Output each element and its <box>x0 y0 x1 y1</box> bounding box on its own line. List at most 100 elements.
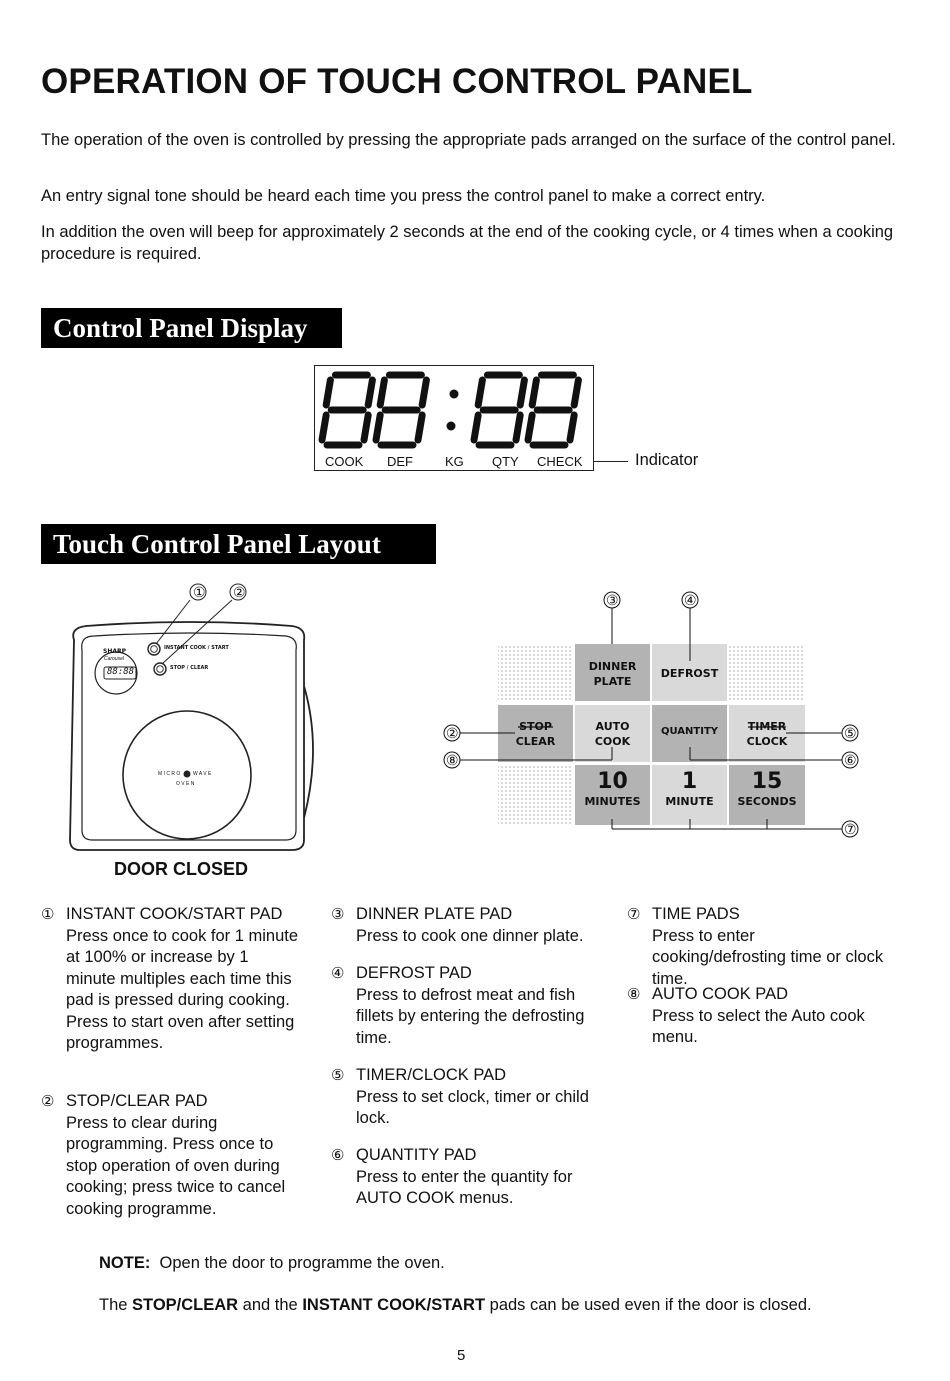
display-segment <box>516 376 528 408</box>
pad-callout-5: ⑤ <box>844 725 857 741</box>
door-closed-caption: DOOR CLOSED <box>114 859 249 879</box>
pad-callout-3: ③ <box>606 592 619 608</box>
display-segment <box>512 411 524 443</box>
indicator-qty: QTY <box>492 454 519 469</box>
description-number: ③ <box>331 906 345 923</box>
intro-paragraph: In addition the oven will beep for appro… <box>41 223 894 263</box>
description-body: Press to set clock, timer or child lock. <box>356 1087 589 1128</box>
indicator-label: Indicator <box>635 451 699 469</box>
description-item: ① INSTANT COOK/START PAD Press once to c… <box>41 904 299 1055</box>
description-item: ⑦ TIME PADS Press to enter cooking/defro… <box>627 904 887 990</box>
description-body: Press to cook one dinner plate. <box>356 926 584 945</box>
description-heading: DEFROST PAD <box>356 964 472 982</box>
section-heading-display: Control Panel Display <box>41 308 342 348</box>
pad-dinner-plate <box>575 644 650 701</box>
display-segment <box>474 376 486 408</box>
pad-grid-diagram <box>443 591 859 838</box>
description-number: ⑦ <box>627 906 641 923</box>
pad-label-15-seconds: 15 SECONDS <box>737 769 797 808</box>
display-segment <box>360 411 372 443</box>
oven-display: 88:88 <box>107 667 135 677</box>
note-line-2: The STOP/CLEAR and the INSTANT COOK/STAR… <box>99 1296 812 1314</box>
pad-callout-6: ⑥ <box>844 752 857 768</box>
description-item: ③ DINNER PLATE PAD Press to cook one din… <box>331 904 591 947</box>
pad-1-minute <box>652 765 727 825</box>
pad-label-10-minutes: 10 MINUTES <box>584 769 641 808</box>
oven-callout-1: ① <box>193 584 206 600</box>
seven-segment-digits <box>318 371 582 448</box>
pad-callout-4: ④ <box>684 592 697 608</box>
pad-callout-2: ② <box>446 725 459 741</box>
description-body: Press once to cook for 1 minute at 100% … <box>66 926 299 1053</box>
indicator-check: CHECK <box>537 454 583 469</box>
oven-btn1-label: INSTANT COOK / START <box>164 645 229 651</box>
display-panel: COOK DEF KG QTY CHECK <box>314 365 594 471</box>
display-segment <box>528 376 540 408</box>
description-heading: QUANTITY PAD <box>356 1146 477 1164</box>
description-number: ⑥ <box>331 1147 345 1164</box>
description-heading: INSTANT COOK/START PAD <box>66 905 283 923</box>
oven-btn2-label: STOP / CLEAR <box>170 665 209 671</box>
description-heading: STOP/CLEAR PAD <box>66 1092 208 1110</box>
display-segment <box>372 411 384 443</box>
display-segment <box>322 376 334 408</box>
note-label: NOTE: <box>99 1254 151 1272</box>
oven-illustration <box>69 583 314 851</box>
note-text: Open the door to programme the oven. <box>159 1254 445 1272</box>
description-body: Press to select the Auto cook menu. <box>652 1006 865 1047</box>
display-segment <box>524 411 536 443</box>
description-item: ⑤ TIMER/CLOCK PAD Press to set clock, ti… <box>331 1065 591 1130</box>
description-number: ④ <box>331 965 345 982</box>
description-body: Press to defrost meat and fish fillets b… <box>356 985 585 1047</box>
description-body: Press to clear during programming. Press… <box>66 1113 286 1218</box>
intro-paragraph: The operation of the oven is controlled … <box>41 131 896 149</box>
oven-callout-2: ② <box>233 584 246 600</box>
indicator-leader-line <box>594 461 628 462</box>
section-heading-layout: Touch Control Panel Layout <box>41 524 436 564</box>
oven-brand-sub: Carousel <box>104 656 125 662</box>
display-segment <box>418 376 430 408</box>
pad-label-defrost: DEFROST <box>660 667 719 680</box>
description-heading: DINNER PLATE PAD <box>356 905 513 923</box>
display-segment <box>414 411 426 443</box>
indicator-cook: COOK <box>325 454 364 469</box>
indicator-kg: KG <box>445 454 464 469</box>
intro-paragraph: An entry signal tone should be heard eac… <box>41 187 766 205</box>
description-item: ⑥ QUANTITY PAD Press to enter the quanti… <box>331 1145 591 1210</box>
colon-dot <box>446 421 455 430</box>
description-number: ② <box>41 1093 55 1110</box>
indicator-def: DEF <box>387 454 413 469</box>
description-heading: AUTO COOK PAD <box>652 985 788 1003</box>
description-body: Press to enter cooking/defrosting time o… <box>652 926 884 988</box>
description-heading: TIME PADS <box>652 905 740 923</box>
oven-plate-text: M I C R O <box>158 771 181 777</box>
description-number: ① <box>41 906 55 923</box>
description-item: ② STOP/CLEAR PAD Press to clear during p… <box>41 1091 299 1220</box>
description-item: ⑧ AUTO COOK PAD Press to select the Auto… <box>627 984 887 1049</box>
display-segment <box>364 376 376 408</box>
description-body: Press to enter the quantity for AUTO COO… <box>356 1167 573 1208</box>
display-segment <box>566 411 578 443</box>
oven-plate-text: W A V E <box>193 771 212 777</box>
pad-label-quantity: QUANTITY <box>660 726 719 737</box>
display-segment <box>318 411 330 443</box>
page-title: OPERATION OF TOUCH CONTROL PANEL <box>41 62 753 101</box>
pad-10-minutes <box>575 765 650 825</box>
pad-callout-7: ⑦ <box>844 821 857 837</box>
description-heading: TIMER/CLOCK PAD <box>356 1066 507 1084</box>
pad-15-seconds <box>729 765 805 825</box>
display-segment <box>376 376 388 408</box>
page-number: 5 <box>457 1347 466 1364</box>
oven-plate-text: O V E N <box>176 781 195 787</box>
pad-label-1-minute: 1 MINUTE <box>665 769 714 808</box>
display-segment <box>570 376 582 408</box>
note-line-1: NOTE: Open the door to programme the ove… <box>99 1253 859 1275</box>
description-number: ⑧ <box>627 986 641 1003</box>
oven-brand: SHARP <box>103 648 127 655</box>
pad-callout-8: ⑧ <box>446 752 459 768</box>
display-segment <box>470 411 482 443</box>
